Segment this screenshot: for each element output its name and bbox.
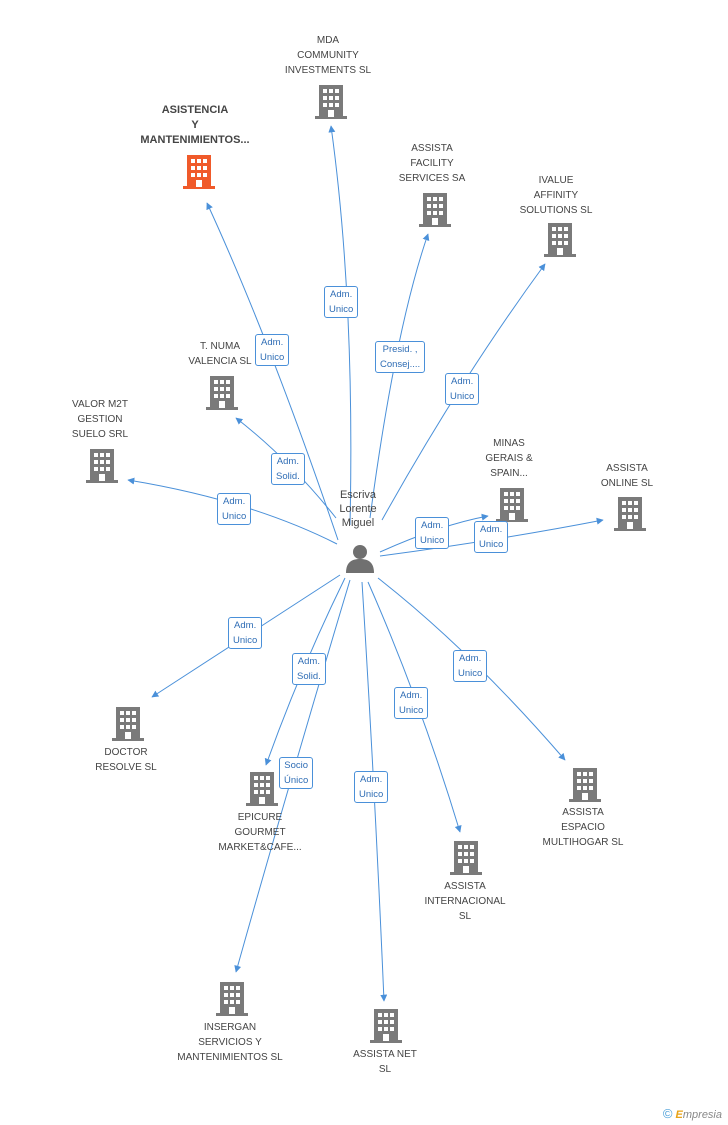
company-label-doctor[interactable]: DOCTOR RESOLVE SL bbox=[95, 747, 157, 773]
company-label-mda[interactable]: MDA COMMUNITY INVESTMENTS SL bbox=[284, 35, 372, 76]
edge-label-mda[interactable]: Adm. Unico bbox=[324, 286, 359, 318]
building-icon-asistencia[interactable] bbox=[183, 155, 215, 189]
building-icon-valor[interactable] bbox=[86, 449, 118, 483]
company-label-assista-net[interactable]: ASSISTA NET SL bbox=[353, 1049, 417, 1075]
edge-label-assista-online[interactable]: Adm. Unico bbox=[474, 521, 509, 553]
building-icon-ivalue[interactable] bbox=[544, 223, 576, 257]
edge-label-insergan[interactable]: Socio Único bbox=[279, 757, 314, 789]
company-label-minas[interactable]: MINAS GERAIS & SPAIN... bbox=[485, 438, 533, 479]
brand-name: mpresia bbox=[682, 1109, 722, 1121]
person-icon[interactable] bbox=[346, 545, 374, 573]
edge-label-multihogar[interactable]: Adm. Unico bbox=[453, 650, 488, 682]
edge-label-assista-net[interactable]: Adm. Unico bbox=[354, 771, 389, 803]
edge-label-internacional[interactable]: Adm. Unico bbox=[394, 687, 429, 719]
company-label-tnuma[interactable]: T. NUMA VALENCIA SL bbox=[188, 341, 252, 367]
building-icon-tnuma[interactable] bbox=[206, 376, 238, 410]
edge-label-valor[interactable]: Adm. Unico bbox=[217, 493, 252, 525]
company-label-asistencia[interactable]: ASISTENCIA Y MANTENIMIENTOS... bbox=[140, 104, 250, 146]
edge-label-tnuma[interactable]: Adm. Solid. bbox=[271, 453, 305, 485]
company-label-assista-online[interactable]: ASSISTA ONLINE SL bbox=[600, 463, 654, 489]
edge-label-assista-facility[interactable]: Presid. , Consej.... bbox=[375, 341, 426, 373]
company-label-insergan[interactable]: INSERGAN SERVICIOS Y MANTENIMIENTOS SL bbox=[177, 1022, 283, 1063]
footer-brand: © Empresia bbox=[663, 1106, 722, 1121]
brand-initial: E bbox=[675, 1109, 683, 1121]
building-icon-doctor[interactable] bbox=[112, 707, 144, 741]
edge-label-asistencia[interactable]: Adm. Unico bbox=[255, 334, 290, 366]
building-icon-epicure[interactable] bbox=[246, 772, 278, 806]
building-icon-insergan[interactable] bbox=[216, 982, 248, 1016]
edge-asistencia bbox=[206, 202, 339, 541]
company-label-valor[interactable]: VALOR M2T GESTION SUELO SRL bbox=[71, 399, 129, 440]
building-icon-minas[interactable] bbox=[496, 488, 528, 522]
copyright-icon: © bbox=[662, 1106, 673, 1121]
building-icon-assista-online[interactable] bbox=[614, 497, 646, 531]
edge-label-doctor[interactable]: Adm. Unico bbox=[228, 617, 263, 649]
edge-label-ivalue[interactable]: Adm. Unico bbox=[445, 373, 480, 405]
building-icon-assista-facility[interactable] bbox=[419, 193, 451, 227]
building-icon-mda[interactable] bbox=[315, 85, 347, 119]
building-icon-assista-net[interactable] bbox=[370, 1009, 402, 1043]
company-label-epicure[interactable]: EPICURE GOURMET MARKET&CAFE... bbox=[218, 812, 302, 853]
edge-label-epicure[interactable]: Adm. Solid. bbox=[292, 653, 326, 685]
building-icon-multihogar[interactable] bbox=[569, 768, 601, 802]
edge-label-minas[interactable]: Adm. Unico bbox=[415, 517, 450, 549]
person-label[interactable]: Escriva Lorente Miguel bbox=[339, 489, 377, 529]
company-label-internacional[interactable]: ASSISTA INTERNACIONAL SL bbox=[424, 881, 506, 922]
edge-assista-facility bbox=[369, 233, 430, 519]
company-label-multihogar[interactable]: ASSISTA ESPACIO MULTIHOGAR SL bbox=[542, 807, 624, 848]
company-label-assista-facility[interactable]: ASSISTA FACILITY SERVICES SA bbox=[398, 143, 466, 184]
company-label-ivalue[interactable]: IVALUE AFFINITY SOLUTIONS SL bbox=[519, 175, 593, 216]
edge-mda bbox=[328, 125, 352, 526]
building-icon-internacional[interactable] bbox=[450, 841, 482, 875]
